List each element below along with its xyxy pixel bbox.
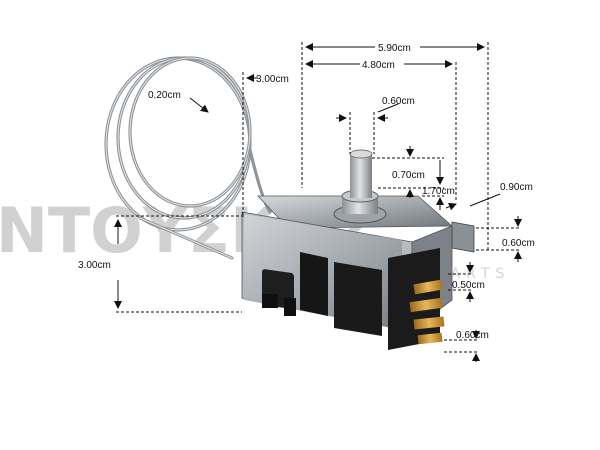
extension-lines <box>116 42 520 353</box>
dim-overall-width: 5.90cm <box>378 43 411 54</box>
thermostat-body <box>241 149 475 350</box>
dim-capillary-to-body: 3.00cm <box>256 74 289 85</box>
dim-capillary-diameter: 0.20cm <box>148 90 181 101</box>
dimension-labels: 5.90cm 4.80cm 3.00cm 0.20cm 0.60cm 0.70c… <box>78 43 535 341</box>
dim-terminal-width: 0.60cm <box>456 330 489 341</box>
dim-body-width: 4.80cm <box>362 60 395 71</box>
dim-shaft-total-height: 1.70cm <box>422 186 455 197</box>
dim-shaft-diameter: 0.60cm <box>382 96 415 107</box>
dim-capillary-height: 3.00cm <box>78 260 111 271</box>
dim-terminal-offset: 0.50cm <box>452 280 485 291</box>
dim-bracket-offset: 0.90cm <box>500 182 533 193</box>
dim-bracket-thickness: 0.60cm <box>502 238 535 249</box>
capillary-tube <box>104 56 272 260</box>
dim-shaft-height: 0.70cm <box>392 170 425 181</box>
dimension-arrows <box>114 43 522 362</box>
